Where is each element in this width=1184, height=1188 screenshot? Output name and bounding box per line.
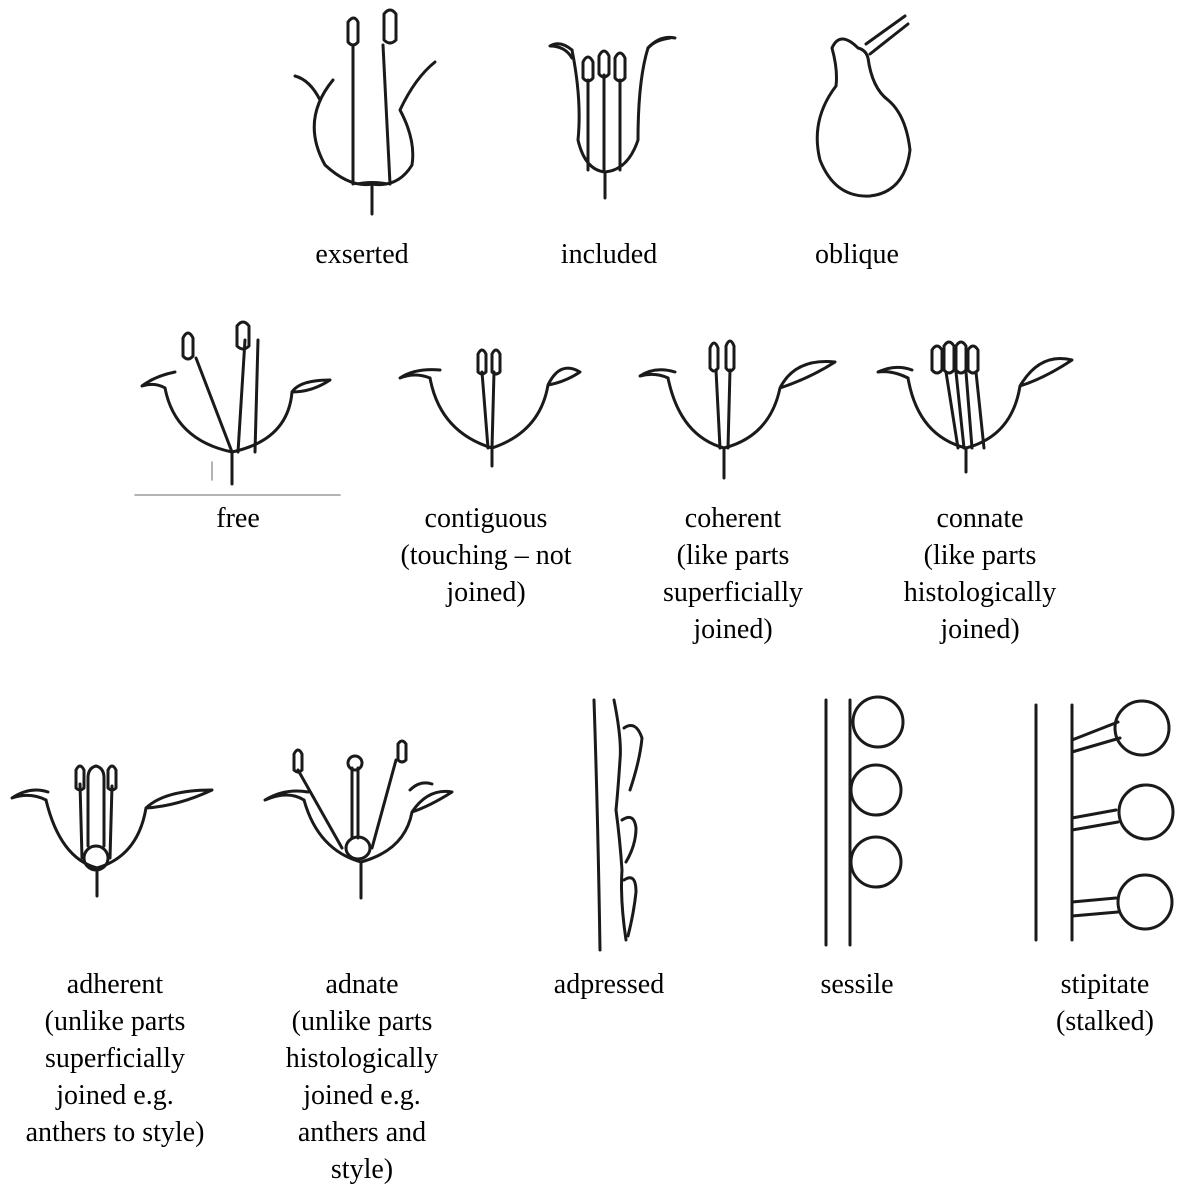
caption-adnate: adnate (unlike parts histologically join…: [286, 966, 438, 1188]
drawing-contiguous: [400, 350, 580, 466]
drawing-exserted: [295, 10, 435, 214]
caption-connate: connate (like parts histologically joine…: [904, 500, 1056, 648]
caption-contiguous: contiguous (touching – not joined): [400, 500, 571, 611]
drawing-adherent: [12, 766, 212, 896]
caption-stipitate: stipitate (stalked): [1056, 966, 1154, 1040]
drawing-coherent: [640, 341, 835, 478]
caption-included: included: [561, 236, 657, 273]
drawing-adpressed: [594, 700, 642, 950]
caption-exserted: exserted: [315, 236, 408, 273]
caption-adherent: adherent (unlike parts superficially joi…: [26, 966, 205, 1151]
caption-oblique: oblique: [815, 236, 899, 273]
drawing-sessile: [826, 697, 903, 945]
drawing-stipitate: [1036, 701, 1173, 940]
caption-coherent: coherent (like parts superficially joine…: [663, 500, 803, 648]
drawing-oblique: [817, 16, 910, 196]
caption-sessile: sessile: [820, 966, 893, 1003]
caption-free: free: [216, 500, 260, 537]
drawing-included: [550, 37, 675, 198]
drawing-connate: [878, 342, 1072, 472]
drawing-free: [135, 322, 340, 495]
drawing-adnate: [265, 741, 452, 898]
caption-adpressed: adpressed: [554, 966, 664, 1003]
